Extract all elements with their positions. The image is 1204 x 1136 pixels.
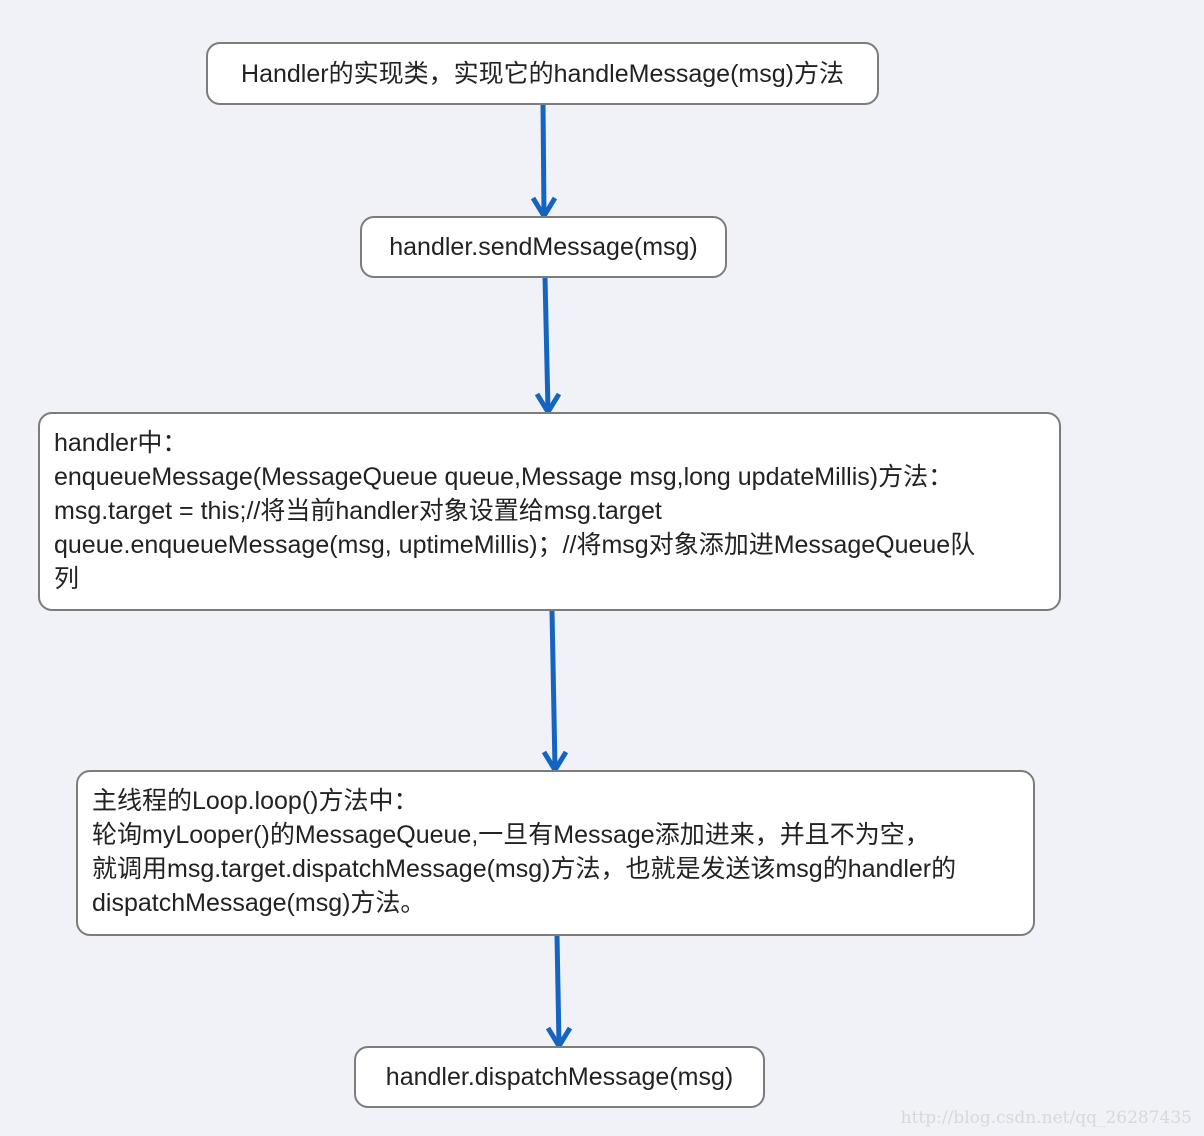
node-text-line: 就调用msg.target.dispatchMessage(msg)方法，也就是… bbox=[92, 855, 957, 883]
node-send-message: handler.sendMessage(msg) bbox=[360, 216, 727, 278]
node-text: handler.sendMessage(msg) bbox=[389, 233, 698, 261]
node-enqueue-message: handler中： enqueueMessage(MessageQueue qu… bbox=[38, 412, 1061, 611]
node-text-line: 列 bbox=[54, 565, 80, 593]
node-text: handler.dispatchMessage(msg) bbox=[385, 1063, 734, 1091]
watermark: http://blog.csdn.net/qq_26287435 bbox=[900, 1108, 1192, 1128]
node-looper-loop: 主线程的Loop.loop()方法中： 轮询myLooper()的Message… bbox=[76, 770, 1035, 936]
node-handler-impl: Handler的实现类，实现它的handleMessage(msg)方法 bbox=[206, 42, 879, 105]
arrow-n2-n3 bbox=[542, 276, 551, 411]
node-text-line: enqueueMessage(MessageQueue queue,Messag… bbox=[54, 463, 954, 491]
node-text-line: handler中： bbox=[54, 429, 188, 457]
arrow-n4-n5 bbox=[554, 934, 562, 1045]
node-text-line: 轮询myLooper()的MessageQueue,一旦有Message添加进来… bbox=[92, 821, 930, 849]
arrow-n1-n2 bbox=[540, 103, 547, 215]
node-text: Handler的实现类，实现它的handleMessage(msg)方法 bbox=[241, 59, 844, 88]
node-text-line: msg.target = this;//将当前handler对象设置给msg.t… bbox=[54, 497, 662, 525]
node-text-line: 主线程的Loop.loop()方法中： bbox=[92, 787, 419, 815]
arrow-n3-n4 bbox=[549, 610, 558, 769]
node-text-line: dispatchMessage(msg)方法。 bbox=[92, 889, 426, 917]
node-dispatch-message: handler.dispatchMessage(msg) bbox=[354, 1046, 765, 1108]
node-text-line: queue.enqueueMessage(msg, uptimeMillis)；… bbox=[54, 531, 976, 559]
